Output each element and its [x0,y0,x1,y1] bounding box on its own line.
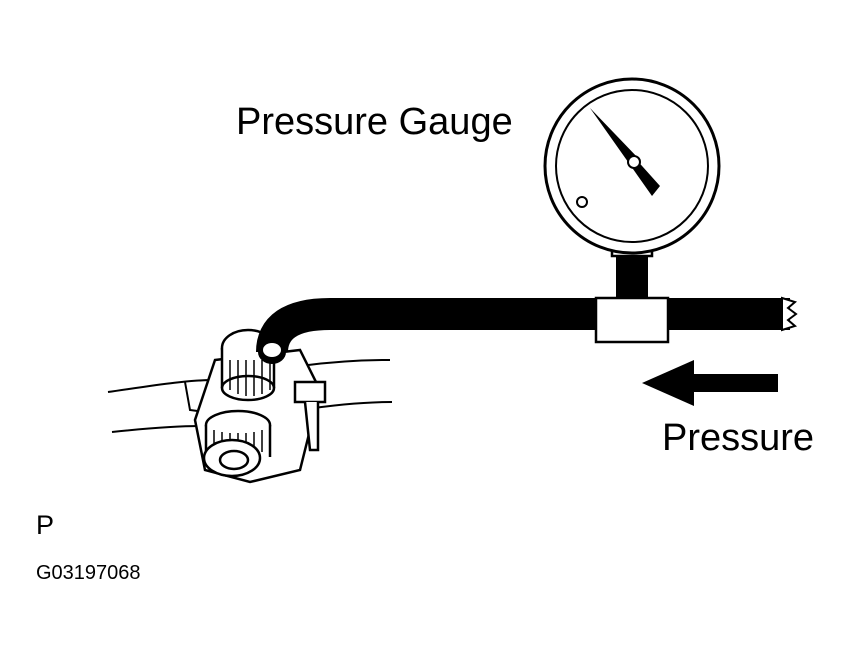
fuel-hose [256,296,798,364]
left-arrow-icon [642,360,778,406]
figure-code: G03197068 [36,562,141,584]
pressure-gauge-label: Pressure Gauge [236,101,513,143]
pressure-gauge-icon [543,77,721,258]
pressure-direction-label: Pressure [662,417,815,459]
t-fitting-icon [594,250,670,344]
view-label: P [36,510,55,540]
